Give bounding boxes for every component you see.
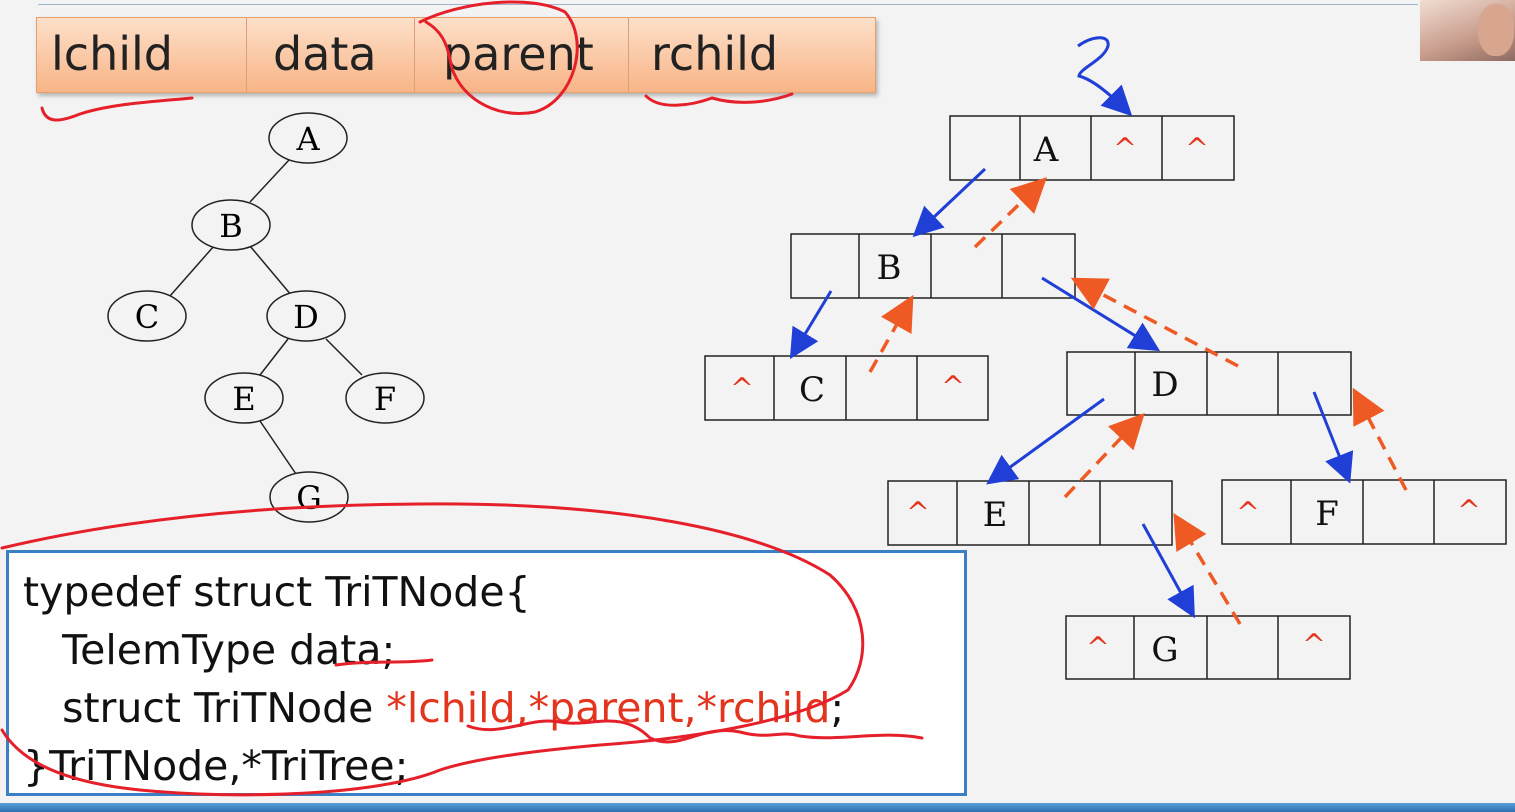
tree-node-d: D: [266, 290, 346, 342]
tree-node-label: A: [295, 120, 320, 158]
edge-e-g: [259, 420, 297, 475]
edge-a-b: [249, 159, 290, 203]
pointer-d-rchild: [1312, 391, 1354, 484]
tree-node-label: D: [293, 298, 319, 336]
tree-node-label: G: [296, 479, 322, 517]
tree-node-label: B: [219, 207, 243, 245]
tree-node-c: C: [107, 290, 187, 342]
code-block: typedef struct TriTNode{ TelemType data;…: [6, 550, 967, 796]
pointer-g-parent: [1173, 512, 1242, 625]
record-d: D: [1066, 351, 1352, 416]
field-rchild: rchild: [651, 27, 779, 81]
data-cell: D: [1151, 365, 1178, 405]
tree-node-f: F: [345, 372, 425, 424]
pointer-b-lchild: [789, 290, 833, 360]
pointer-b-parent: [973, 177, 1048, 249]
edge-b-c: [169, 245, 215, 297]
null-mark: ^: [1086, 631, 1109, 664]
tree-node-label: F: [374, 380, 396, 418]
record-c: ^ C ^: [704, 355, 989, 421]
data-cell: C: [799, 370, 825, 410]
record-f: ^ F ^: [1221, 479, 1507, 545]
data-cell: A: [1033, 130, 1059, 170]
field-lchild: lchild: [37, 18, 247, 92]
tree-node-a: A: [268, 112, 348, 164]
pointer-d-lchild: [986, 397, 1105, 485]
null-mark: ^: [941, 370, 964, 403]
data-cell: E: [983, 495, 1008, 535]
code-line-3-suffix: ;: [830, 684, 845, 732]
null-mark: ^: [1113, 132, 1136, 165]
edge-d-e: [259, 338, 289, 376]
field-data: data: [247, 18, 415, 92]
code-line-1: typedef struct TriTNode{: [23, 568, 531, 616]
data-cell: B: [877, 248, 902, 288]
tree-node-label: C: [135, 298, 159, 336]
root-pointer-annotation: [1077, 36, 1133, 117]
child-pointers: [789, 167, 1354, 619]
pointer-d-parent: [1070, 277, 1239, 368]
record-e: ^ E: [887, 480, 1173, 546]
bottom-bar: [0, 803, 1515, 812]
edge-d-f: [325, 338, 363, 376]
data-cell: G: [1151, 630, 1178, 670]
code-line-2: TelemType data;: [23, 626, 396, 674]
null-mark: ^: [1185, 132, 1208, 165]
data-cell: F: [1315, 494, 1339, 534]
tree-node-b: B: [191, 199, 271, 251]
pointer-f-parent: [1352, 387, 1408, 491]
pointer-a-lchild: [912, 167, 987, 238]
pointer-e-rchild: [1141, 523, 1195, 619]
null-mark: ^: [730, 372, 753, 405]
null-mark: ^: [1236, 496, 1259, 529]
tree-node-e: E: [204, 372, 284, 424]
null-mark: ^: [906, 496, 929, 529]
tree-edges: [169, 159, 363, 475]
code-line-4: }TriTNode,*TriTree;: [23, 742, 409, 790]
parent-pointers: [868, 177, 1408, 625]
null-mark: ^: [1302, 628, 1325, 661]
tree-node-g: G: [269, 471, 349, 523]
pointer-b-rchild: [1041, 276, 1161, 352]
record-g: ^ G ^: [1065, 615, 1351, 680]
tree-node-label: E: [232, 380, 255, 418]
webcam-overlay: [1420, 0, 1515, 61]
code-line-3: struct TriTNode *lchild,*parent,*rchild;: [23, 679, 964, 737]
code-pointer-fields: *lchild,*parent,*rchild: [386, 684, 831, 732]
top-rule: [38, 4, 1418, 5]
pointer-e-parent: [1063, 412, 1145, 499]
presenter-face: [1478, 4, 1514, 56]
pointer-c-parent: [868, 294, 914, 373]
code-line-3-prefix: struct TriTNode: [23, 684, 387, 732]
record-b: B: [790, 233, 1076, 299]
edge-b-d: [249, 245, 293, 297]
null-mark: ^: [1457, 494, 1480, 527]
record-a: A ^ ^: [949, 115, 1235, 181]
